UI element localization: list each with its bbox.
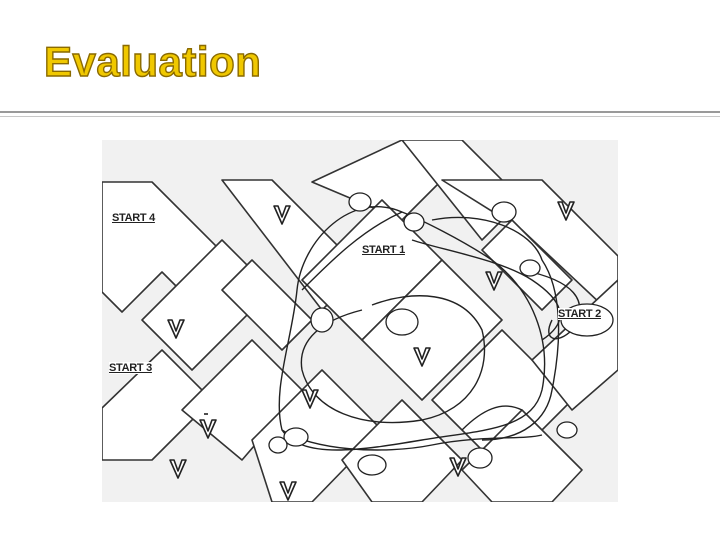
- route-path: [281, 429, 543, 451]
- start-label: START 4: [112, 212, 155, 224]
- maze-wall: [221, 259, 313, 351]
- title-divider-thin: [0, 116, 720, 117]
- maze-sketch-figure: START 4 START 1 START 3 START 2: [102, 140, 618, 502]
- maze-wall: [461, 409, 583, 502]
- v-mark: [169, 459, 187, 479]
- circled-number: [403, 212, 425, 232]
- start-label: START 1: [362, 244, 405, 256]
- maze-wall: [341, 399, 463, 502]
- route-path: [278, 206, 546, 451]
- circled-number: [467, 447, 493, 469]
- v-mark: [557, 201, 575, 221]
- route-path: [431, 216, 560, 441]
- route-path: [461, 405, 523, 431]
- maze-wall: [361, 259, 503, 401]
- v-mark: [485, 271, 503, 291]
- v-mark: [413, 347, 431, 367]
- circled-number: [310, 307, 334, 333]
- v-mark: [273, 205, 291, 225]
- maze-drawing: [102, 140, 618, 502]
- circled-number: [519, 259, 541, 277]
- route-path: [300, 295, 486, 424]
- circled-number: [357, 454, 387, 476]
- slide-title: Evaluation: [43, 37, 262, 85]
- route-path: [411, 239, 561, 341]
- route-path: [301, 211, 403, 291]
- circled-number: [385, 308, 419, 336]
- circled-number: [283, 427, 309, 447]
- v-mark: [167, 319, 185, 339]
- v-mark: [279, 481, 297, 501]
- circled-number: [556, 421, 578, 439]
- circled-number: [348, 192, 372, 212]
- v-mark: [449, 457, 467, 477]
- v-mark: [301, 389, 319, 409]
- circled-number: [491, 201, 517, 223]
- title-divider: [0, 111, 720, 113]
- maze-wall: [102, 349, 213, 461]
- start-label: START 3: [109, 362, 152, 374]
- circled-number: [268, 436, 288, 454]
- start-label: START 2: [558, 308, 601, 320]
- v-mark: [199, 419, 217, 439]
